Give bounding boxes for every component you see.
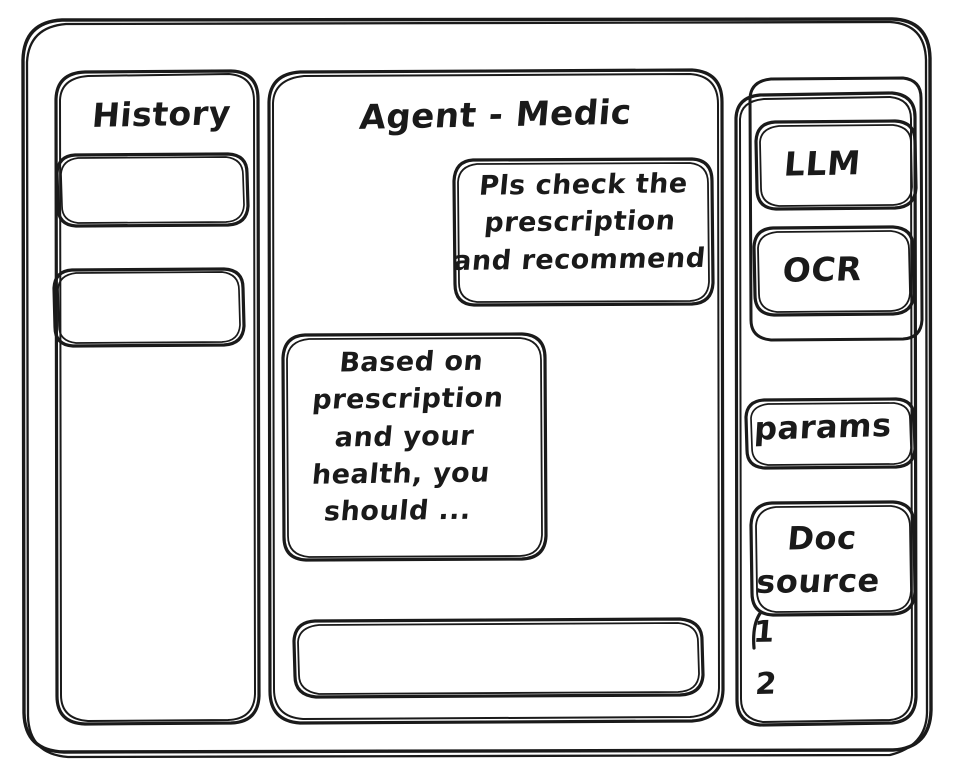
doc-source-item-2[interactable]: 2 — [753, 666, 779, 702]
doc-source-label: Doc source — [754, 518, 882, 601]
history-item-1[interactable] — [56, 153, 250, 227]
user-message-text: Pls check the prescription and recommend — [451, 168, 708, 277]
tool-params-label: params — [753, 405, 893, 448]
tool-ocr-label: OCR — [781, 249, 864, 290]
doc-source-item-1[interactable]: 1 — [751, 614, 777, 650]
history-item-2[interactable] — [53, 268, 245, 347]
history-panel-title: History — [90, 93, 233, 135]
agent-message-text: Based on prescription and your health, y… — [310, 345, 505, 528]
page-title: Agent - Medic — [357, 92, 634, 138]
tool-llm-label: LLM — [782, 143, 863, 184]
message-input[interactable] — [294, 619, 704, 697]
